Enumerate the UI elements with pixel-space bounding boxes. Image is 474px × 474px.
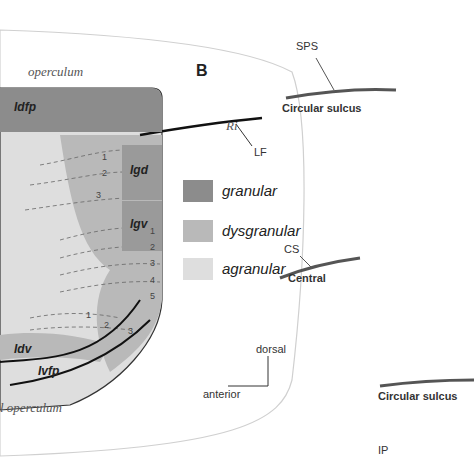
panel-letter: B [196, 62, 208, 80]
circular-sulcus-line [286, 89, 396, 98]
sulcus-label: Central [288, 272, 326, 284]
region-label: Ivfp [38, 364, 59, 378]
region-label: Igd [130, 163, 148, 177]
legend-text: granular [222, 182, 277, 199]
callout-number: 1 [86, 310, 91, 320]
callout-number: 5 [150, 291, 155, 301]
sulcus-line [10, 320, 150, 385]
axis-line [228, 386, 268, 387]
callout-number: 2 [102, 168, 107, 178]
legend-swatch [183, 220, 213, 242]
dysgranular-ventral [0, 333, 110, 362]
circular-sulcus-line [380, 380, 474, 386]
axis-label: anterior [203, 388, 240, 400]
callout-number: 2 [150, 242, 155, 252]
region-label: Idfp [14, 100, 36, 114]
region-box: Igv [122, 201, 162, 251]
leader-line [316, 58, 334, 90]
insula-agranular [0, 88, 162, 410]
operculum-label: operculum [28, 64, 83, 80]
callout-number: 3 [150, 258, 155, 268]
legend-swatch [183, 180, 213, 202]
legend-swatch [183, 258, 213, 280]
sulcus-line [0, 300, 140, 362]
sulcus-label: Circular sulcus [378, 390, 457, 402]
leader-line [236, 124, 252, 146]
region-box: Idfp [0, 88, 162, 132]
callout-number: 1 [102, 152, 107, 162]
sulcus-label: LF [254, 146, 267, 158]
abbreviation-label: CS [284, 243, 299, 255]
axis-line [268, 356, 269, 386]
region-box: Igd [122, 145, 162, 200]
callout-number: 2 [104, 320, 109, 330]
callout-number: 3 [96, 190, 101, 200]
operculum-label: l operculum [0, 400, 62, 416]
abbreviation-label: IP [378, 444, 388, 456]
abbreviation-label: SPS [296, 40, 318, 52]
insula-dysgranular [60, 135, 162, 372]
callout-number: 4 [150, 275, 155, 285]
region-label: Igv [130, 217, 147, 231]
region-box: Ivfp [30, 362, 90, 384]
operculum-outline [0, 30, 304, 456]
legend-text: dysgranular [222, 222, 300, 239]
sulcus-label: Ri [226, 118, 238, 134]
sulcus-label: Circular sulcus [282, 102, 361, 114]
region-label: Idv [14, 342, 31, 356]
callout-number: 1 [150, 226, 155, 236]
leader-line [300, 256, 312, 268]
axis-label: dorsal [256, 343, 286, 355]
callout-number: 3 [128, 326, 133, 336]
legend-text: agranular [222, 260, 285, 277]
region-box: Idv [0, 338, 60, 360]
